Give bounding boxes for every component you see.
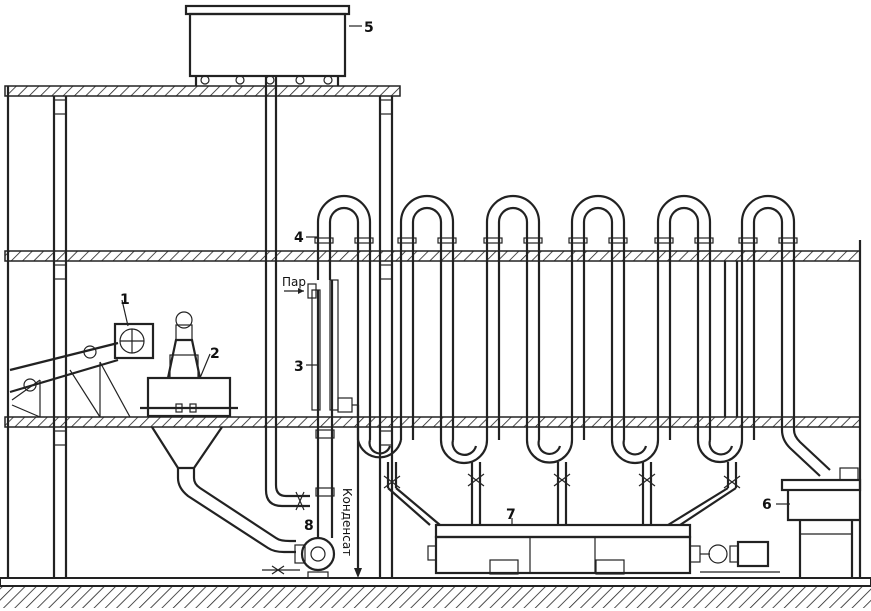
pump-8 xyxy=(262,536,336,579)
hopper xyxy=(151,426,296,554)
label-steam: Пар xyxy=(282,275,306,289)
label-8: 8 xyxy=(304,518,314,534)
outlet-pipe xyxy=(780,429,831,477)
drop-pipes xyxy=(383,462,741,526)
tank-5 xyxy=(184,4,362,86)
mixer-2 xyxy=(140,311,238,418)
feed-pipe xyxy=(264,76,310,511)
label-1: 1 xyxy=(120,292,130,308)
label-6: 6 xyxy=(762,497,772,513)
floor-slab-top xyxy=(4,85,401,97)
collector-7 xyxy=(427,523,692,575)
label-4: 4 xyxy=(294,230,304,246)
steam-inlet-arrow xyxy=(284,288,304,294)
separator-6 xyxy=(780,467,862,578)
u-tube-drying-pipe xyxy=(314,194,798,465)
floor-slab-lower xyxy=(4,416,861,428)
label-condensate: Конденсат xyxy=(340,488,354,556)
conveyor-1 xyxy=(9,322,155,418)
label-5: 5 xyxy=(364,20,374,36)
ground-floor xyxy=(0,577,871,608)
building-columns xyxy=(6,86,862,578)
label-2: 2 xyxy=(210,346,220,362)
drive-motor xyxy=(689,540,780,573)
leader-lines xyxy=(121,236,790,538)
label-3: 3 xyxy=(294,359,304,375)
heater-3 xyxy=(307,279,339,538)
floor-slab-middle xyxy=(4,250,861,262)
label-7: 7 xyxy=(506,507,516,523)
